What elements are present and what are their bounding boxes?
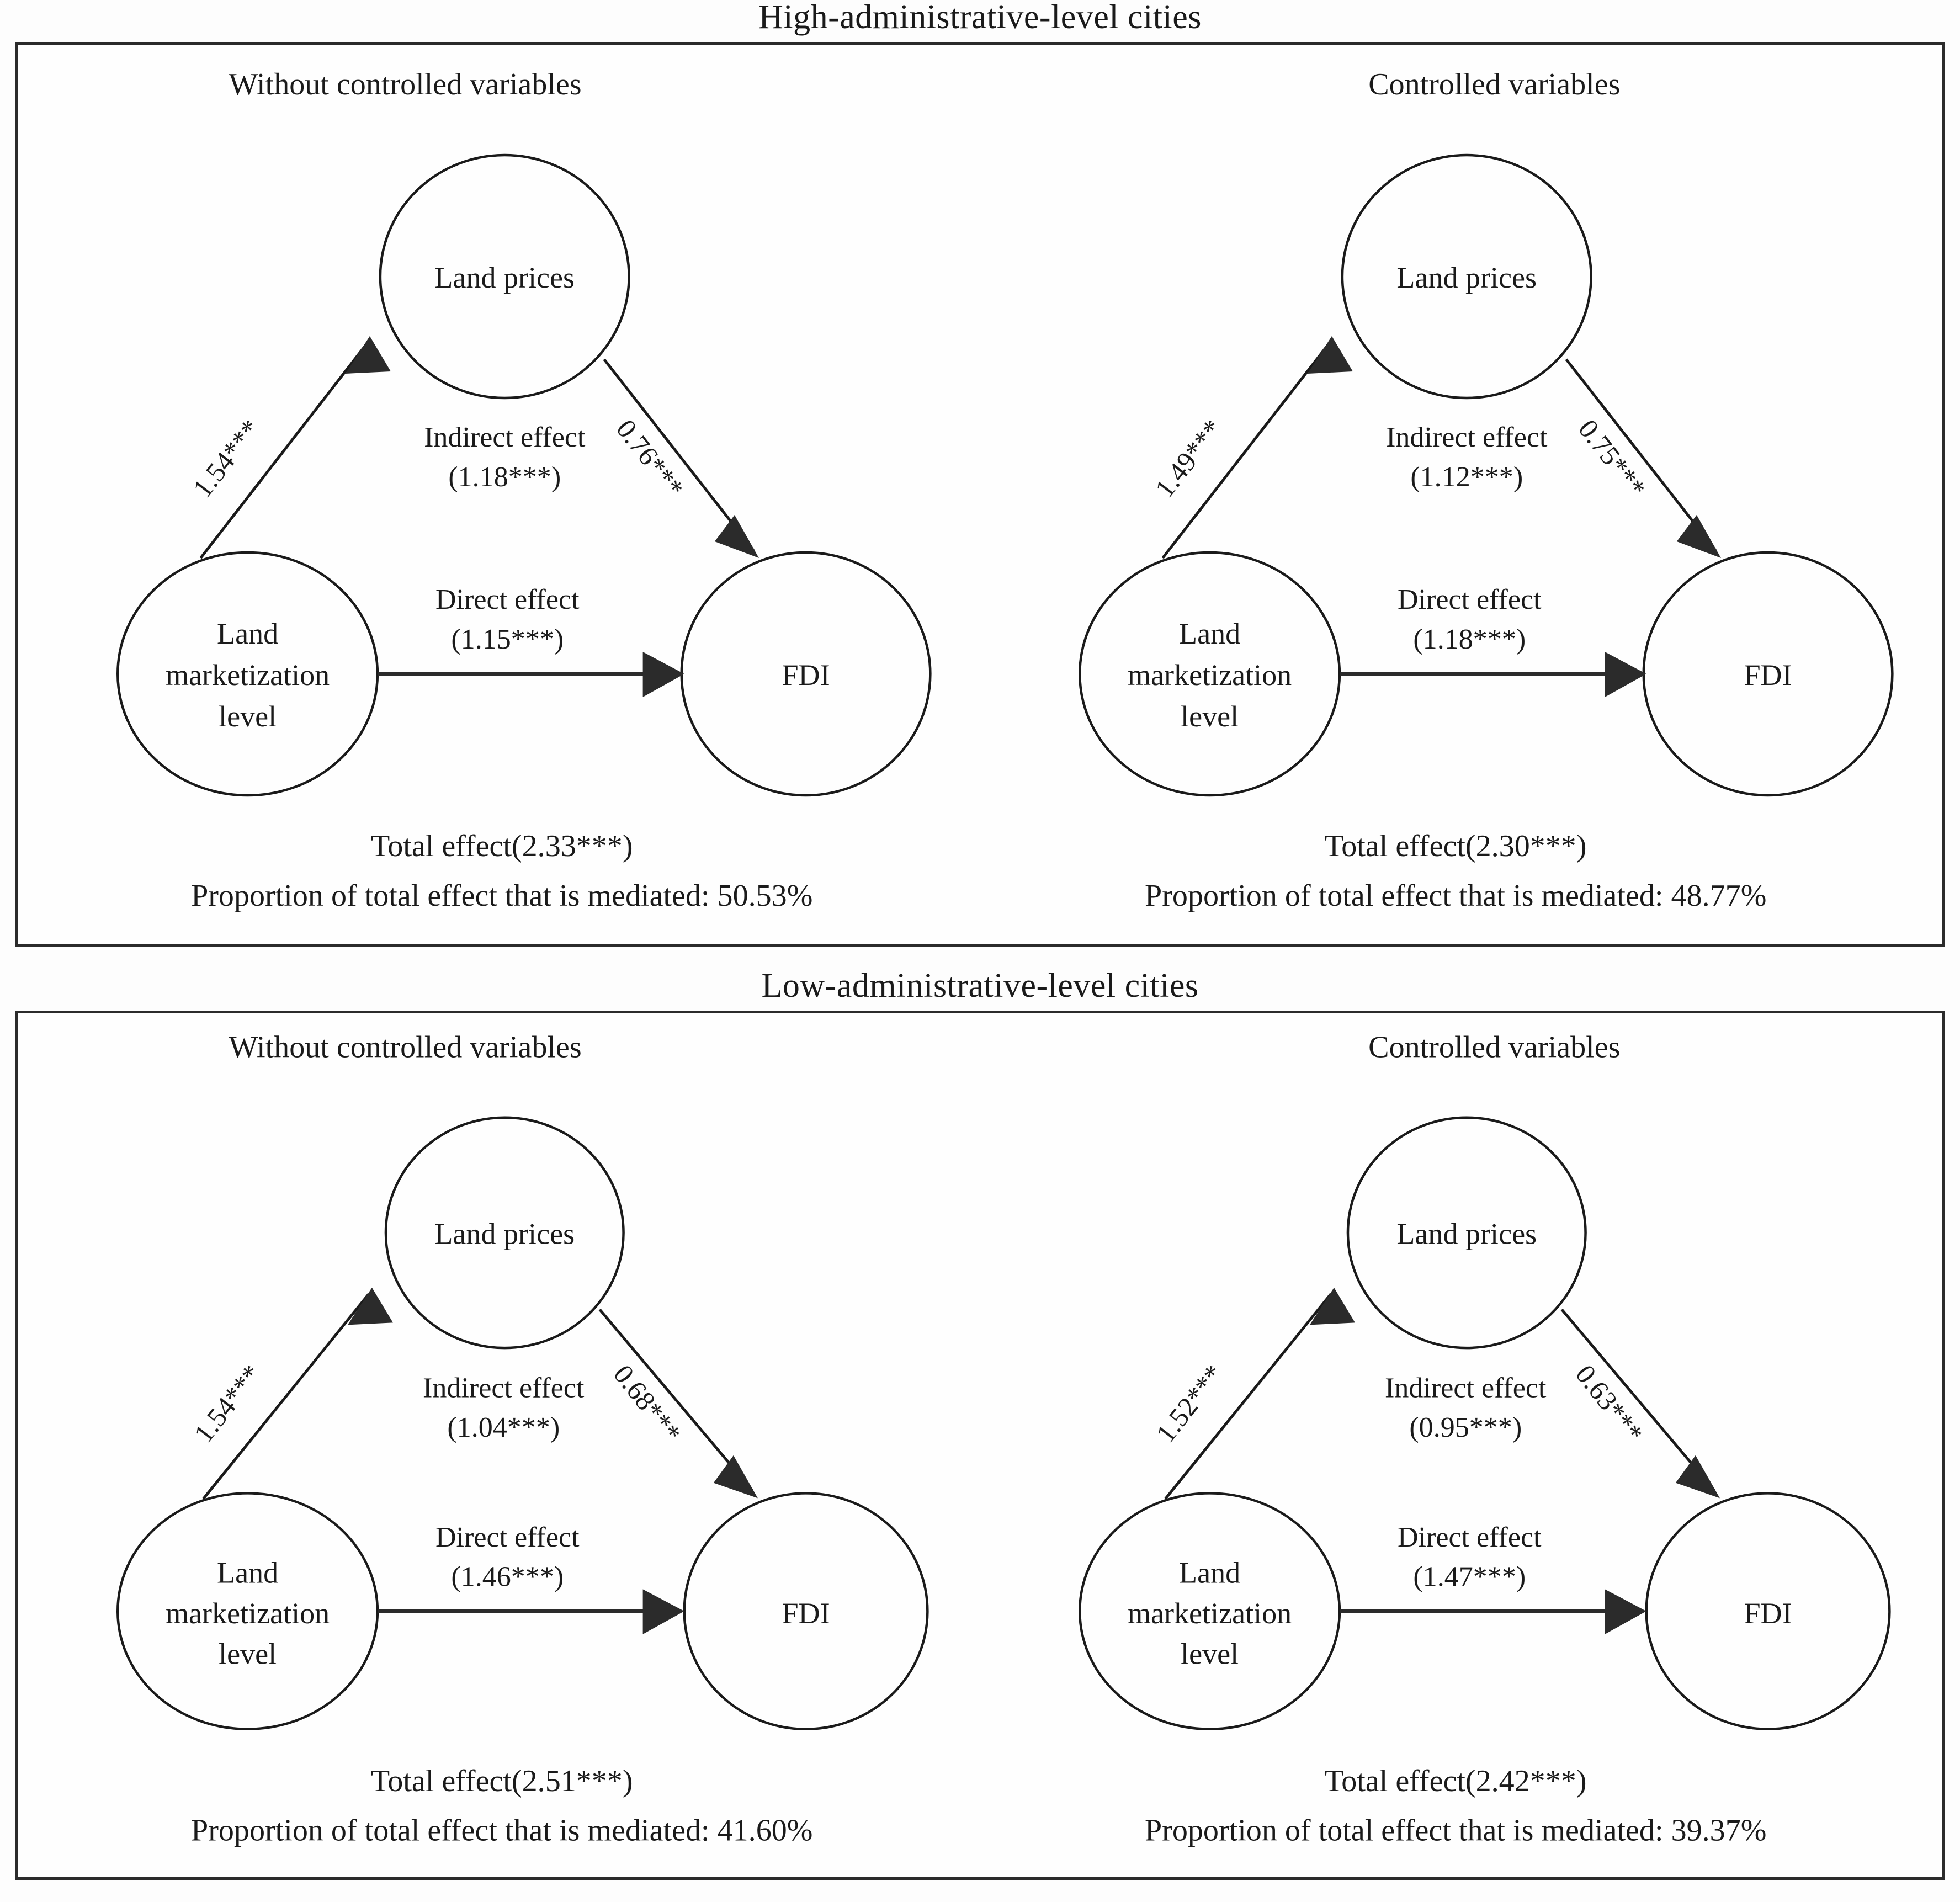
node-land-marketization-line1: Land [1179, 617, 1240, 650]
node-land-prices [1341, 153, 1592, 400]
indirect-effect-title: Indirect effect [424, 422, 586, 453]
path-b-label: 0.75*** [1572, 413, 1651, 503]
node-land-prices [379, 153, 630, 400]
path-direct-arrowhead [1605, 652, 1646, 697]
path-b-arrowhead [1676, 515, 1721, 558]
node-land-prices-label: Land prices [434, 1218, 575, 1251]
node-land-marketization-line1: Land [1179, 1556, 1240, 1590]
node-land-marketization-line2: marketization [1127, 1597, 1291, 1630]
total-effect-text: Total effect(2.30***) [1324, 829, 1586, 863]
proportion-mediated-text: Proportion of total effect that is media… [191, 1814, 812, 1848]
indirect-effect-value: (1.04***) [447, 1412, 560, 1443]
node-land-prices-label: Land prices [1396, 261, 1537, 294]
section-box-low: Without controlled variables Land prices… [15, 1011, 1945, 1880]
proportion-mediated-text: Proportion of total effect that is media… [1145, 879, 1766, 913]
node-land-marketization-line3: level [1181, 700, 1239, 733]
node-fdi-label: FDI [1744, 1597, 1792, 1630]
path-a-line [1161, 342, 1331, 559]
direct-effect-title: Direct effect [1397, 1522, 1541, 1553]
path-a-line [1164, 1293, 1332, 1500]
path-b-line [1565, 358, 1717, 551]
panel-subtitle: Without controlled variables [229, 1030, 581, 1065]
node-land-marketization-line3: level [219, 700, 277, 733]
node-land-marketization-line2: marketization [166, 1597, 330, 1630]
path-b-label: 0.68*** [608, 1359, 687, 1448]
path-b-label: 0.63*** [1569, 1359, 1649, 1448]
node-land-marketization-line3: level [219, 1638, 277, 1671]
node-fdi-label: FDI [1744, 658, 1792, 692]
node-fdi-label: FDI [782, 658, 830, 692]
section-box-high: Without controlled variables Land prices… [15, 42, 1945, 947]
path-b-arrowhead [1675, 1455, 1720, 1499]
path-a-arrowhead [1307, 336, 1353, 374]
path-direct-arrowhead [642, 1589, 684, 1634]
section-title-low: Low-administrative-level cities [761, 967, 1199, 1005]
indirect-effect-value: (0.95***) [1409, 1412, 1522, 1443]
direct-effect-title: Direct effect [435, 584, 580, 615]
indirect-effect-title: Indirect effect [423, 1373, 585, 1404]
path-a-arrowhead [347, 1287, 393, 1325]
indirect-effect-title: Indirect effect [1386, 422, 1548, 453]
indirect-effect-title: Indirect effect [1385, 1373, 1547, 1404]
direct-effect-title: Direct effect [435, 1522, 580, 1553]
node-land-prices [1346, 1116, 1587, 1350]
node-land-marketization-line1: Land [217, 1556, 278, 1590]
path-direct-arrowhead [642, 652, 684, 697]
section-low: Low-administrative-level cities Without … [0, 969, 1960, 1880]
path-b-line [1560, 1308, 1715, 1492]
path-b-line [603, 358, 755, 551]
panel-low-without-controls: Without controlled variables Land prices… [18, 1013, 980, 1877]
node-land-marketization-line1: Land [217, 617, 278, 650]
total-effect-text: Total effect(2.51***) [371, 1764, 633, 1798]
panel-subtitle: Without controlled variables [229, 67, 581, 102]
direct-effect-value: (1.47***) [1413, 1561, 1526, 1593]
direct-effect-value: (1.15***) [451, 624, 564, 655]
panel-subtitle: Controlled variables [1368, 67, 1620, 102]
node-fdi-label: FDI [782, 1597, 830, 1630]
path-a-line [202, 1293, 370, 1500]
node-land-marketization-line2: marketization [166, 658, 330, 692]
direct-effect-value: (1.46***) [451, 1561, 564, 1593]
path-b-label: 0.76*** [610, 413, 690, 503]
path-a-arrowhead [1309, 1287, 1355, 1325]
proportion-mediated-text: Proportion of total effect that is media… [1144, 1814, 1766, 1848]
node-land-marketization-line2: marketization [1128, 658, 1292, 692]
path-b-line [598, 1308, 753, 1492]
total-effect-text: Total effect(2.42***) [1324, 1764, 1586, 1798]
path-direct-arrowhead [1605, 1589, 1646, 1634]
total-effect-text: Total effect(2.33***) [371, 829, 633, 863]
path-a-line [199, 342, 369, 559]
path-b-arrowhead [713, 1455, 758, 1499]
node-land-marketization [1078, 1492, 1341, 1730]
section-title-high: High-administrative-level cities [758, 0, 1202, 36]
path-a-arrowhead [345, 336, 391, 374]
node-land-marketization-line3: level [1181, 1638, 1239, 1671]
indirect-effect-value: (1.18***) [448, 461, 561, 493]
panel-subtitle: Controlled variables [1368, 1030, 1620, 1065]
direct-effect-title: Direct effect [1397, 584, 1541, 615]
node-land-prices [384, 1116, 625, 1350]
node-land-prices-label: Land prices [1396, 1218, 1537, 1251]
node-land-marketization [1078, 551, 1341, 797]
panel-low-controlled: Controlled variables Land prices Land ma… [980, 1013, 1942, 1877]
proportion-mediated-text: Proportion of total effect that is media… [191, 879, 812, 913]
direct-effect-value: (1.18***) [1413, 624, 1526, 655]
path-b-arrowhead [714, 515, 759, 558]
node-land-prices-label: Land prices [434, 261, 575, 294]
indirect-effect-value: (1.12***) [1410, 461, 1523, 493]
panel-high-controlled: Controlled variables Land prices Land ma… [980, 45, 1942, 944]
panel-high-without-controls: Without controlled variables Land prices… [18, 45, 980, 944]
section-high: High-administrative-level cities Without… [0, 0, 1960, 947]
